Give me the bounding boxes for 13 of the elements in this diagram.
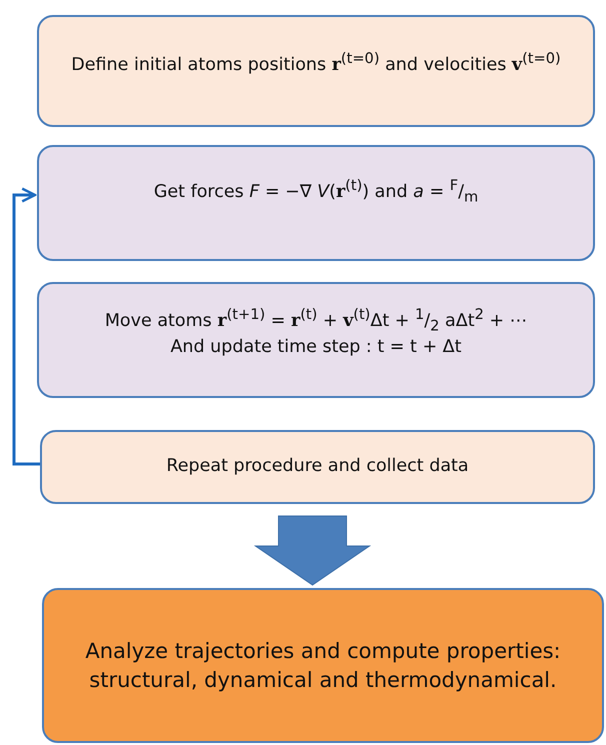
step-text: Define initial atoms positions r$^{(t=0)}$ and velocities v$^{(t=0)}$: [71, 48, 561, 77]
block-arrow: [254, 516, 372, 586]
step-text: Get forces F = −∇ V(r$^{(t)}$) and a = $^{F}$/$_{m}$: [154, 176, 478, 206]
loop-arrow: [12, 187, 40, 466]
process-box: [37, 145, 595, 261]
step-text: And update time step : t = t + Δt: [170, 336, 462, 359]
step-text: Analyze trajectories and compute properties: structural, dynamical and thermodynamical.: [84, 638, 562, 694]
process-box: [37, 15, 595, 127]
step-text: Repeat procedure and collect data: [166, 455, 469, 478]
result-box: [42, 588, 604, 743]
step-text: Move atoms r$^{(t+1)}$ = r$^{(t)}$ + v$^{(t)}$Δt + $^{1}$/$_{2}$ aΔt$^{2}$ + ⋯: [104, 304, 528, 336]
process-box: [37, 282, 595, 398]
process-box: [40, 430, 595, 504]
